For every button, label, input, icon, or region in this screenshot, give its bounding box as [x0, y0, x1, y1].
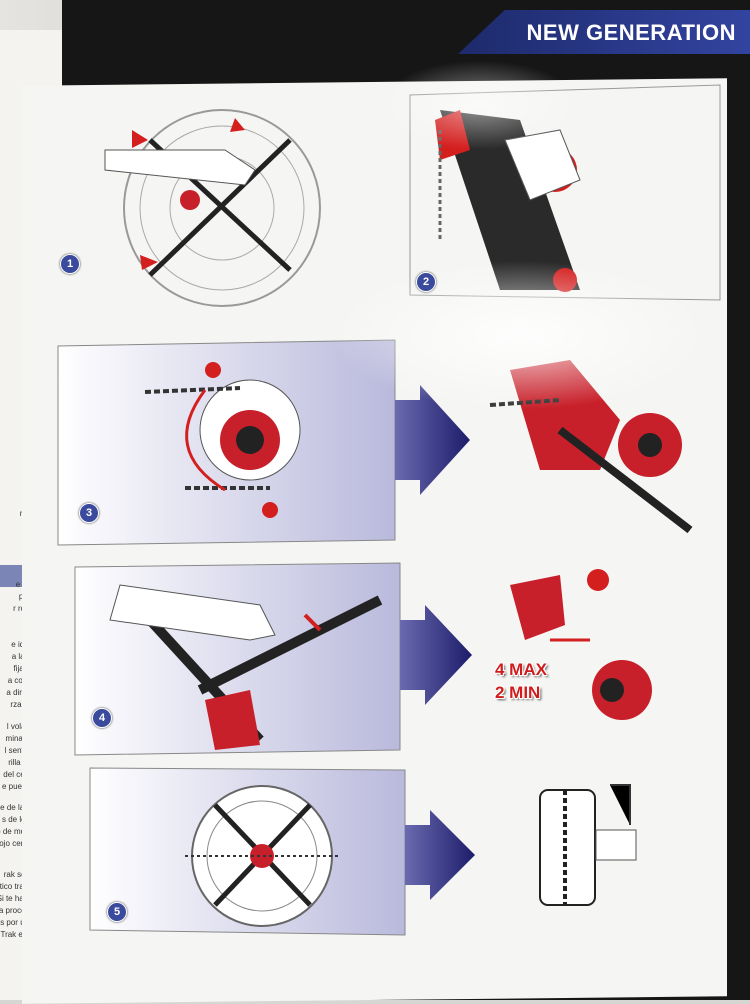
step-4-illustration [109, 584, 383, 750]
step-5-side-view [539, 784, 637, 906]
step-4-tension-illustration [510, 569, 652, 720]
step-5-illustration [185, 785, 340, 927]
step-3-arrow [395, 385, 470, 495]
step-2-badge: 2 [416, 272, 436, 292]
header-banner: NEW GENERATION [458, 10, 750, 54]
banner-title: NEW GENERATION [526, 20, 736, 45]
tension-min-label: 2 MIN [495, 683, 541, 702]
step-5-badge: 5 [107, 902, 127, 922]
step-1-illustration [104, 109, 321, 307]
step-3-illustration [144, 362, 301, 518]
tension-max-label: 4 MAX [495, 660, 547, 679]
step-4-badge: 4 [92, 708, 112, 728]
step-3-badge: 3 [79, 503, 99, 523]
step-5-arrow [405, 810, 475, 900]
step-3-result-illustration [489, 360, 693, 534]
step-1-badge: 1 [60, 254, 80, 274]
glare-highlight-small [380, 60, 580, 150]
step-4-arrow [400, 605, 472, 705]
